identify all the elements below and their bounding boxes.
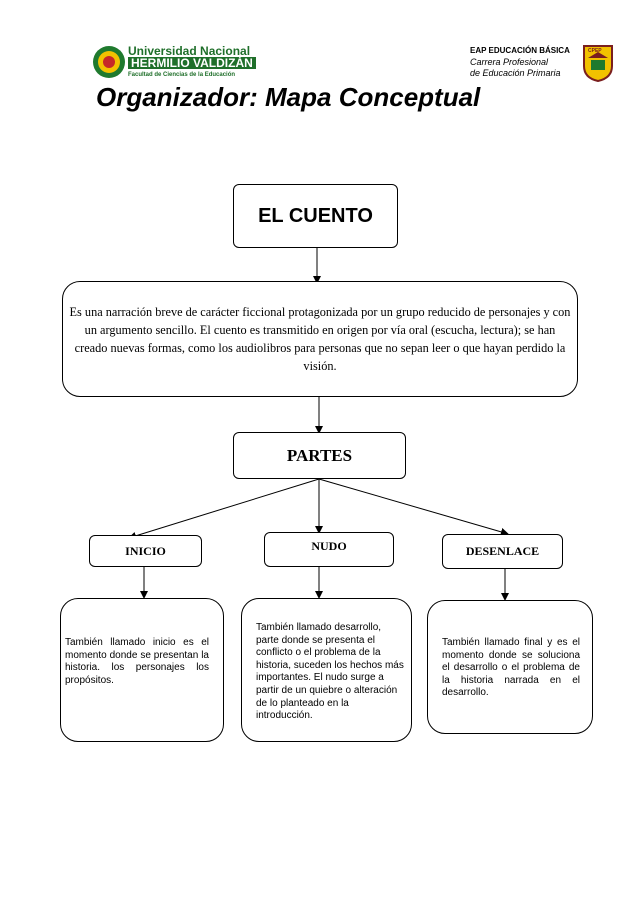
node-part-desenlace-text: También llamado final y es el momento do… <box>442 637 580 699</box>
arrow-parts-to-desenlace <box>318 478 509 536</box>
faculty-name: Facultad de Ciencias de la Educación <box>128 72 236 78</box>
school-badge: CPEP <box>588 48 602 54</box>
school-shield-icon <box>583 45 613 82</box>
node-part-inicio-label: INICIO <box>125 543 166 558</box>
page-title: Organizador: Mapa Conceptual <box>96 82 481 112</box>
school-logo: EAP EDUCACIÓN BÁSICA Carrera Profesional… <box>470 44 615 84</box>
node-part-nudo-description: También llamado desarrollo, parte donde … <box>241 598 412 742</box>
node-part-nudo-label: NUDO <box>311 539 347 553</box>
node-part-inicio-text: También llamado inicio es el momento don… <box>65 637 209 686</box>
university-seal-icon <box>93 46 125 78</box>
node-root: EL CUENTO <box>233 184 398 248</box>
university-name-line2: HERMILIO VALDIZÁN <box>128 57 256 69</box>
node-part-desenlace-label: DESENLACE <box>465 544 540 558</box>
node-part-desenlace: DESENLACE <box>442 534 563 569</box>
node-root-label: EL CUENTO <box>258 204 373 227</box>
node-parts: PARTES <box>233 432 406 479</box>
university-name-line1: Universidad Nacional <box>128 44 251 58</box>
university-logo: Universidad Nacional HERMILIO VALDIZÁN F… <box>92 42 272 82</box>
arrow-parts-to-inicio <box>128 478 320 540</box>
school-name-line2: Carrera Profesional <box>470 57 549 67</box>
school-name-line1: EAP EDUCACIÓN BÁSICA <box>470 46 570 55</box>
school-name-line3: de Educación Primaria <box>470 68 561 78</box>
node-part-desenlace-description: También llamado final y es el momento do… <box>427 600 593 734</box>
node-definition: Es una narración breve de carácter ficci… <box>62 281 578 397</box>
node-parts-label: PARTES <box>286 445 353 465</box>
node-part-nudo-text: También llamado desarrollo, parte donde … <box>256 622 404 722</box>
node-part-inicio-description: También llamado inicio es el momento don… <box>60 598 224 742</box>
node-definition-text: Es una narración breve de carácter ficci… <box>69 305 571 373</box>
node-part-nudo: NUDO <box>264 532 394 567</box>
node-part-inicio: INICIO <box>89 535 202 567</box>
